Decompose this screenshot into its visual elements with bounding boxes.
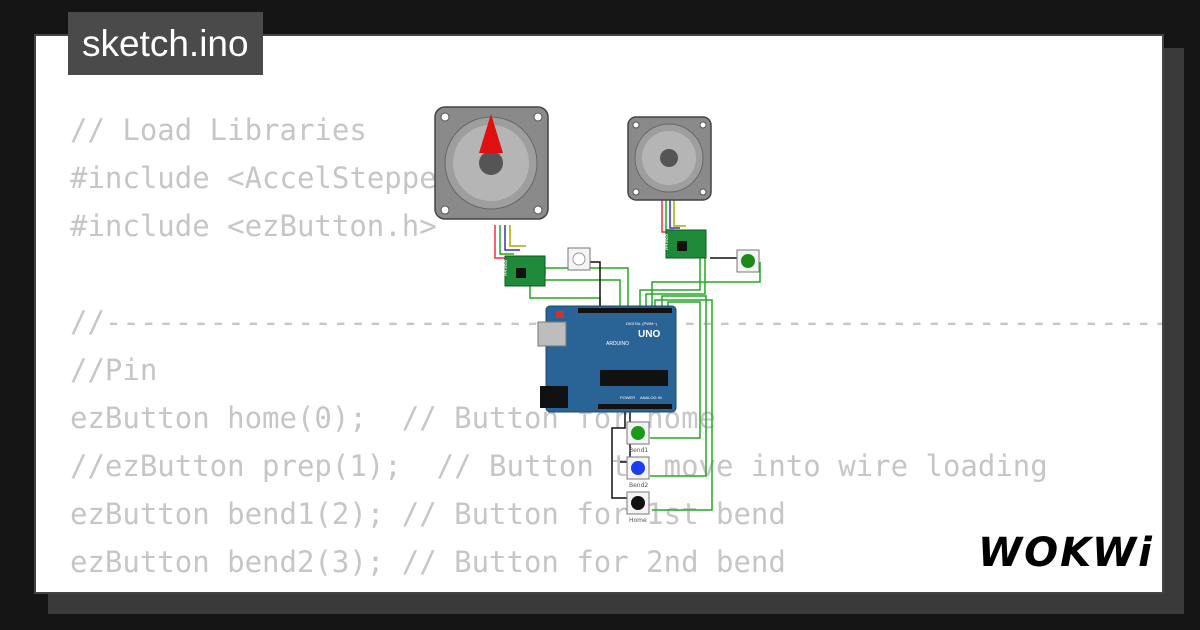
button-label: Home — [629, 517, 647, 524]
stepper-driver[interactable]: A4988 — [664, 229, 707, 259]
pushbutton-bend2[interactable]: Bend2 — [626, 456, 650, 489]
code-line: ezButton bend2(3); // Button for 2nd ben… — [70, 545, 786, 579]
code-line: //ezButton prep(1); // Button to move in… — [70, 449, 1048, 483]
stepper-motor[interactable] — [434, 106, 549, 220]
pushbutton[interactable] — [567, 247, 591, 271]
button-label: Bend2 — [629, 482, 648, 489]
board-model-label: UNO — [638, 329, 660, 340]
stepper-motor[interactable] — [627, 116, 712, 201]
analog-pins-label: ANALOG IN — [640, 395, 662, 400]
pushbutton-home[interactable]: Home — [626, 491, 650, 524]
button-label: Bend1 — [629, 447, 648, 454]
driver-label: A4988 — [664, 234, 670, 250]
driver-label: A4988 — [503, 260, 509, 276]
code-line: // Load Libraries — [70, 113, 367, 147]
arduino-uno-board[interactable]: UNO ARDUINO DIGITAL (PWM~) ANALOG IN POW… — [537, 305, 677, 413]
code-line: ezButton bend1(2); // Button for 1st ben… — [70, 497, 786, 531]
stepper-driver[interactable]: A4988 — [503, 255, 546, 287]
code-line: #include <ezButton.h> — [70, 209, 437, 243]
code-line: //Pin — [70, 353, 158, 387]
wokwi-logo: WOKWi — [978, 530, 1154, 576]
file-title-tab: sketch.ino — [68, 12, 263, 75]
power-pins-label: POWER — [620, 395, 635, 400]
pushbutton-bend1[interactable]: Bend1 — [626, 421, 650, 454]
board-brand-label: ARDUINO — [606, 341, 629, 347]
code-line: ezButton home(0); // Button for home — [70, 401, 717, 435]
digital-pins-label: DIGITAL (PWM~) — [626, 321, 658, 326]
pushbutton[interactable] — [736, 249, 760, 273]
